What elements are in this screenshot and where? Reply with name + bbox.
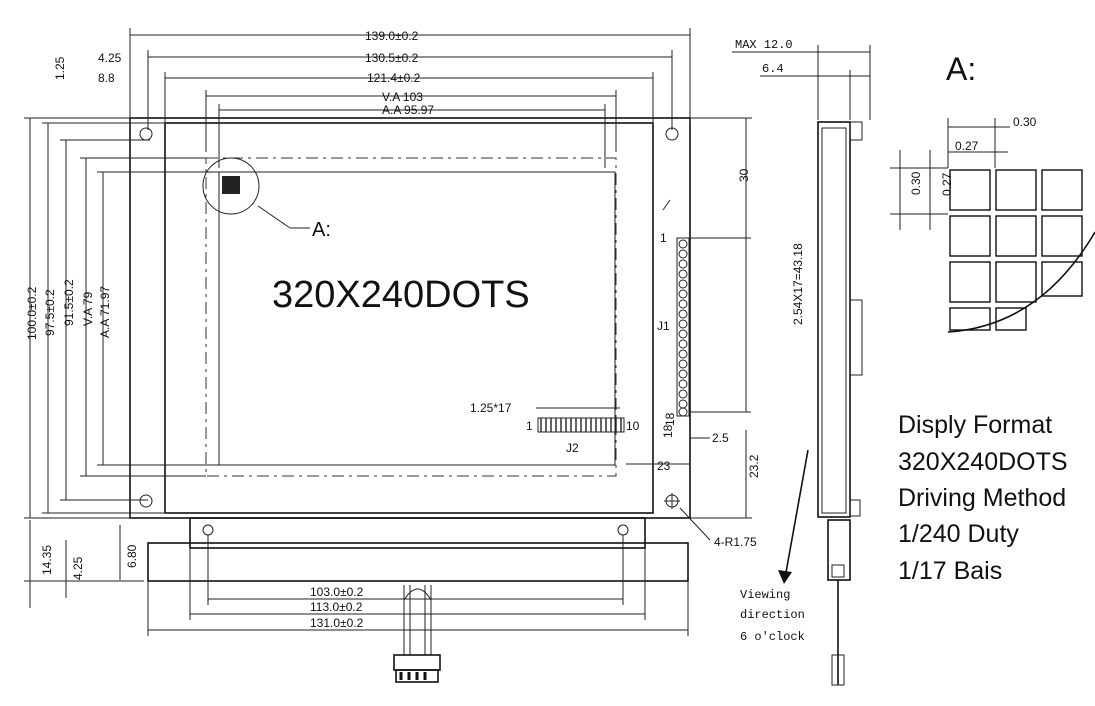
dim-139: 139.0±0.2 — [365, 29, 419, 43]
ribbon-cable — [393, 585, 441, 683]
spec-line-2: 320X240DOTS — [898, 448, 1068, 476]
dim-va-79: V.A 79 — [81, 291, 95, 326]
viewing-text-1: Viewing — [740, 588, 790, 602]
dim-121-4: 121.4±0.2 — [367, 71, 421, 85]
top-dimensions: 139.0±0.2 130.5±0.2 121.4±0.2 V.A 103 A.… — [53, 28, 691, 168]
pcb-outline — [129, 117, 691, 519]
viewing-area — [205, 157, 617, 477]
spec-line-4: 1/240 Duty — [898, 520, 1019, 548]
dim-va-103: V.A 103 — [382, 90, 423, 104]
dim-4-25: 4.25 — [98, 51, 122, 65]
j2-pitch-dim: 1.25*17 — [470, 401, 512, 415]
front-view: A: 320X240DOTS J1 1 18 J2 1 10 1.25*17 — [24, 28, 805, 683]
detail-a-marker — [202, 157, 260, 215]
bezel-outline — [164, 122, 654, 514]
j2-pin-1: 1 — [526, 419, 533, 433]
dim-130-5: 130.5±0.2 — [365, 51, 419, 65]
dim-18-side: 18 — [663, 412, 677, 426]
side-view: MAX 12.0 6.4 Viewing direction 6 o'clock — [732, 38, 871, 686]
side-module — [817, 121, 851, 518]
bottom-frame — [147, 542, 689, 582]
dim-23-2: 23.2 — [747, 454, 761, 478]
j1-label: J1 — [657, 319, 670, 333]
spec-line-5: 1/17 Bais — [898, 557, 1002, 585]
active-area — [218, 171, 616, 466]
dim-131: 131.0±0.2 — [310, 616, 364, 630]
dim-23: 23 — [657, 459, 671, 473]
dim-8-8: 8.8 — [98, 71, 115, 85]
dim-6-4: 6.4 — [762, 62, 784, 76]
detail-pitch-v: 0.30 — [909, 171, 923, 195]
detail-a-dots — [222, 176, 240, 194]
dim-aa-9597: A.A 95.97 — [382, 103, 434, 117]
viewing-text-2: direction — [740, 608, 805, 622]
j2-label: J2 — [566, 441, 579, 455]
j2-pin-10: 10 — [626, 419, 640, 433]
j1-pin-1: 1 — [660, 231, 667, 245]
detail-a: A: 0.30 0.27 0.30 0.27 — [890, 51, 1095, 333]
right-dimensions: 30 2.54X17=43.18 23.2 2.5 23 18 4-R1.75 — [626, 117, 805, 549]
bottom-dimensions: 103.0±0.2 113.0±0.2 131.0±0.2 — [147, 535, 689, 636]
detail-dot-v: 0.27 — [940, 172, 954, 196]
dim-max-thickness: MAX 12.0 — [735, 38, 793, 52]
mount-hole-bl — [139, 494, 153, 508]
bottom-tab — [189, 517, 646, 549]
dim-14-35: 14.35 — [40, 545, 54, 575]
viewing-text-3: 6 o'clock — [740, 630, 805, 644]
spec-block: Disply Format 320X240DOTS Driving Method… — [898, 411, 1068, 585]
dim-103: 103.0±0.2 — [310, 585, 364, 599]
dim-97-5: 97.5±0.2 — [43, 289, 57, 336]
detail-dot-h: 0.27 — [955, 139, 979, 153]
j1-pin-18: 18 — [661, 424, 675, 438]
detail-a-callout: A: — [312, 219, 331, 241]
dim-j1-pitch: 2.54X17=43.18 — [791, 243, 805, 325]
dim-100: 100.0±0.2 — [25, 286, 39, 340]
mount-hole-tl — [139, 127, 153, 141]
spec-line-1: Disply Format — [898, 411, 1052, 439]
dim-aa-7197: A.A 71.97 — [98, 286, 112, 338]
dim-91-5: 91.5±0.2 — [62, 279, 76, 326]
resolution-label: 320X240DOTS — [272, 274, 530, 316]
j1-connector — [676, 237, 690, 417]
dim-1-25: 1.25 — [53, 56, 67, 80]
dim-113: 113.0±0.2 — [310, 600, 363, 614]
dim-4-25-b: 4.25 — [71, 556, 85, 580]
dim-6-80: 6.80 — [125, 544, 139, 568]
detail-a-title: A: — [946, 51, 976, 87]
left-dimensions: 100.0±0.2 97.5±0.2 91.5±0.2 V.A 79 A.A 7… — [24, 117, 219, 608]
viewing-arrow — [784, 449, 809, 579]
spec-line-3: Driving Method — [898, 484, 1066, 512]
hole-spec: 4-R1.75 — [714, 535, 757, 549]
dim-30: 30 — [737, 168, 751, 182]
j2-connector — [537, 417, 625, 433]
detail-dot-grid — [949, 169, 1083, 331]
dim-2-5: 2.5 — [712, 431, 729, 445]
detail-pitch-h: 0.30 — [1013, 115, 1037, 129]
